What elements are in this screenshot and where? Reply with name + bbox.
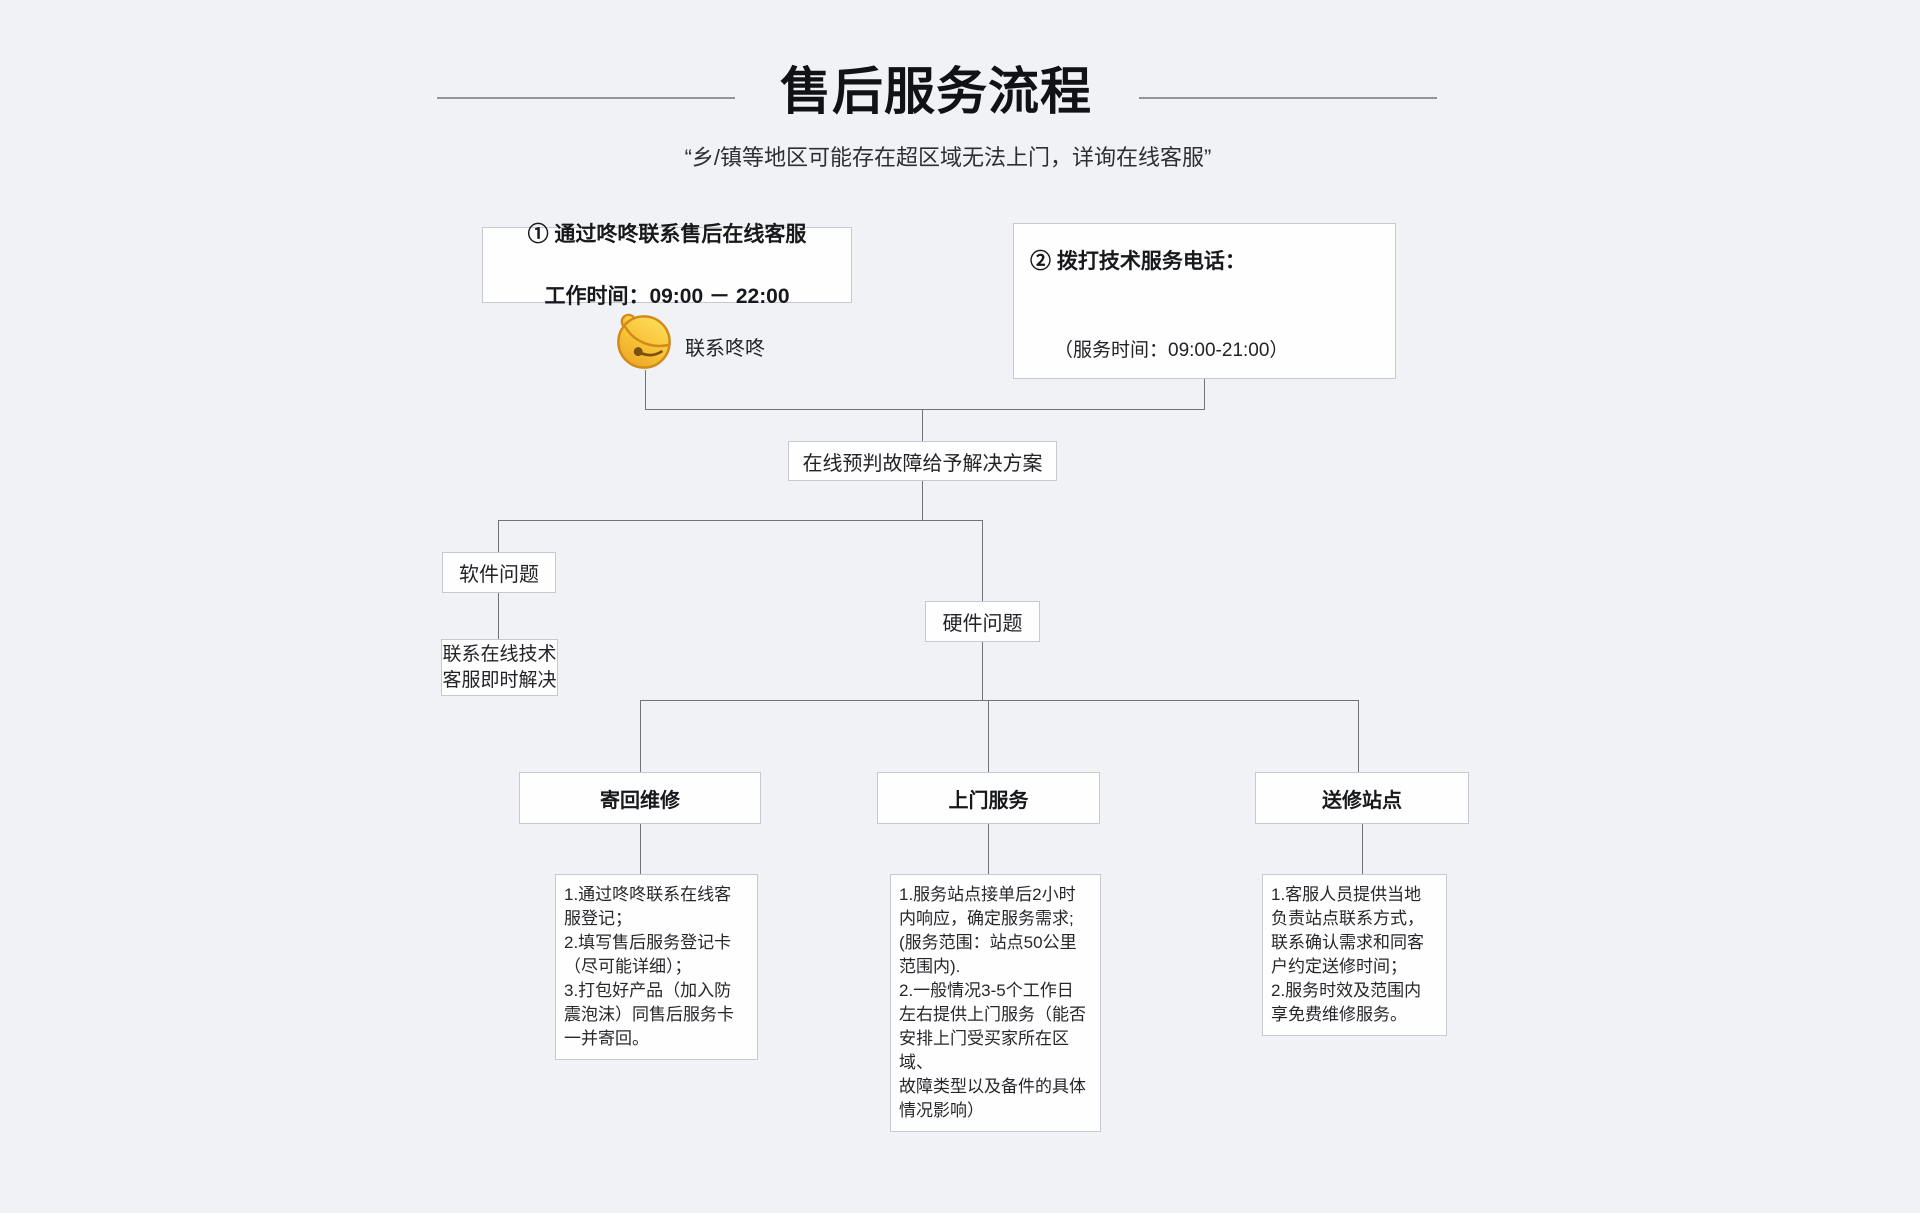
connector-phone-down — [1204, 379, 1205, 409]
branch-onsite-service-label: 上门服务 — [948, 789, 1029, 812]
detail-box-mail-repair: 1.通过咚咚联系在线客 服登记； 2.填写售后服务登记卡 （尽可能详细）； 3.… — [555, 874, 758, 1060]
phone-box: ② 拨打技术服务电话： （服务时间：09:00-21:00） — [1013, 223, 1396, 379]
page-title: 售后服务流程 — [779, 63, 1092, 120]
contact-dongdong-box: ① 通过咚咚联系售后在线客服 工作时间：09:00 － 22:00 — [482, 223, 852, 308]
connector-split-horizontal — [498, 520, 983, 521]
detail-box-repair-station: 1.客服人员提供当地 负责站点联系方式， 联系确认需求和同客 户约定送修时间； … — [1262, 874, 1447, 1036]
connector-branch3-down — [1358, 701, 1359, 772]
connector-branch-horizontal — [640, 700, 1359, 701]
connector-hardware-split-down — [982, 642, 983, 700]
software-solution-box: 联系在线技术 客服即时解决 — [441, 639, 558, 696]
connector-hardware-down — [982, 521, 983, 601]
branch-box-repair-station: 送修站点 — [1255, 772, 1469, 824]
connector-branch2-down — [988, 701, 989, 772]
phone-box-title: ② 拨打技术服务电话： — [1030, 250, 1246, 273]
branch-box-mail-repair: 寄回维修 — [519, 772, 761, 824]
title-rule-right — [1139, 97, 1437, 99]
diagnose-box: 在线预判故障给予解决方案 — [788, 441, 1057, 481]
connector-software-down — [498, 521, 499, 552]
connector-detail1-down — [640, 824, 641, 874]
branch-repair-station-label: 送修站点 — [1322, 789, 1402, 812]
contact-line2: 工作时间：09:00 － 22:00 — [544, 284, 790, 308]
connector-detail3-down — [1362, 824, 1363, 874]
branch-mail-repair-label: 寄回维修 — [600, 789, 680, 812]
dongdong-label: 联系咚咚 — [685, 338, 765, 360]
software-box: 软件问题 — [442, 552, 556, 593]
software-label: 软件问题 — [459, 564, 539, 586]
detail-box-onsite-service: 1.服务站点接单后2小时 内响应，确定服务需求; (服务范围：站点50公里 范围… — [890, 874, 1101, 1132]
diagnose-label: 在线预判故障给予解决方案 — [802, 452, 1043, 475]
title-rule-left — [437, 97, 735, 99]
contact-dongdong-text: ① 通过咚咚联系售后在线客服 工作时间：09:00 － 22:00 — [528, 188, 807, 343]
branch-box-onsite-service: 上门服务 — [877, 772, 1100, 824]
connector-top-horizontal — [645, 409, 1205, 410]
contact-line1: ① 通过咚咚联系售后在线客服 — [527, 222, 807, 246]
connector-contact-down — [645, 370, 646, 409]
connector-software-solution — [498, 593, 499, 639]
bell-icon — [615, 311, 673, 371]
phone-box-hours: （服务时间：09:00-21:00） — [1054, 340, 1289, 361]
hardware-box: 硬件问题 — [925, 601, 1040, 642]
hardware-label: 硬件问题 — [942, 613, 1023, 635]
connector-detail2-down — [988, 824, 989, 874]
connector-branch1-down — [640, 701, 641, 772]
connector-diagnose-down — [922, 481, 923, 520]
software-solution-text: 联系在线技术 客服即时解决 — [442, 643, 557, 691]
page-subtitle: “乡/镇等地区可能存在超区域无法上门，详询在线客服” — [684, 145, 1212, 170]
connector-to-diagnose — [922, 409, 923, 441]
